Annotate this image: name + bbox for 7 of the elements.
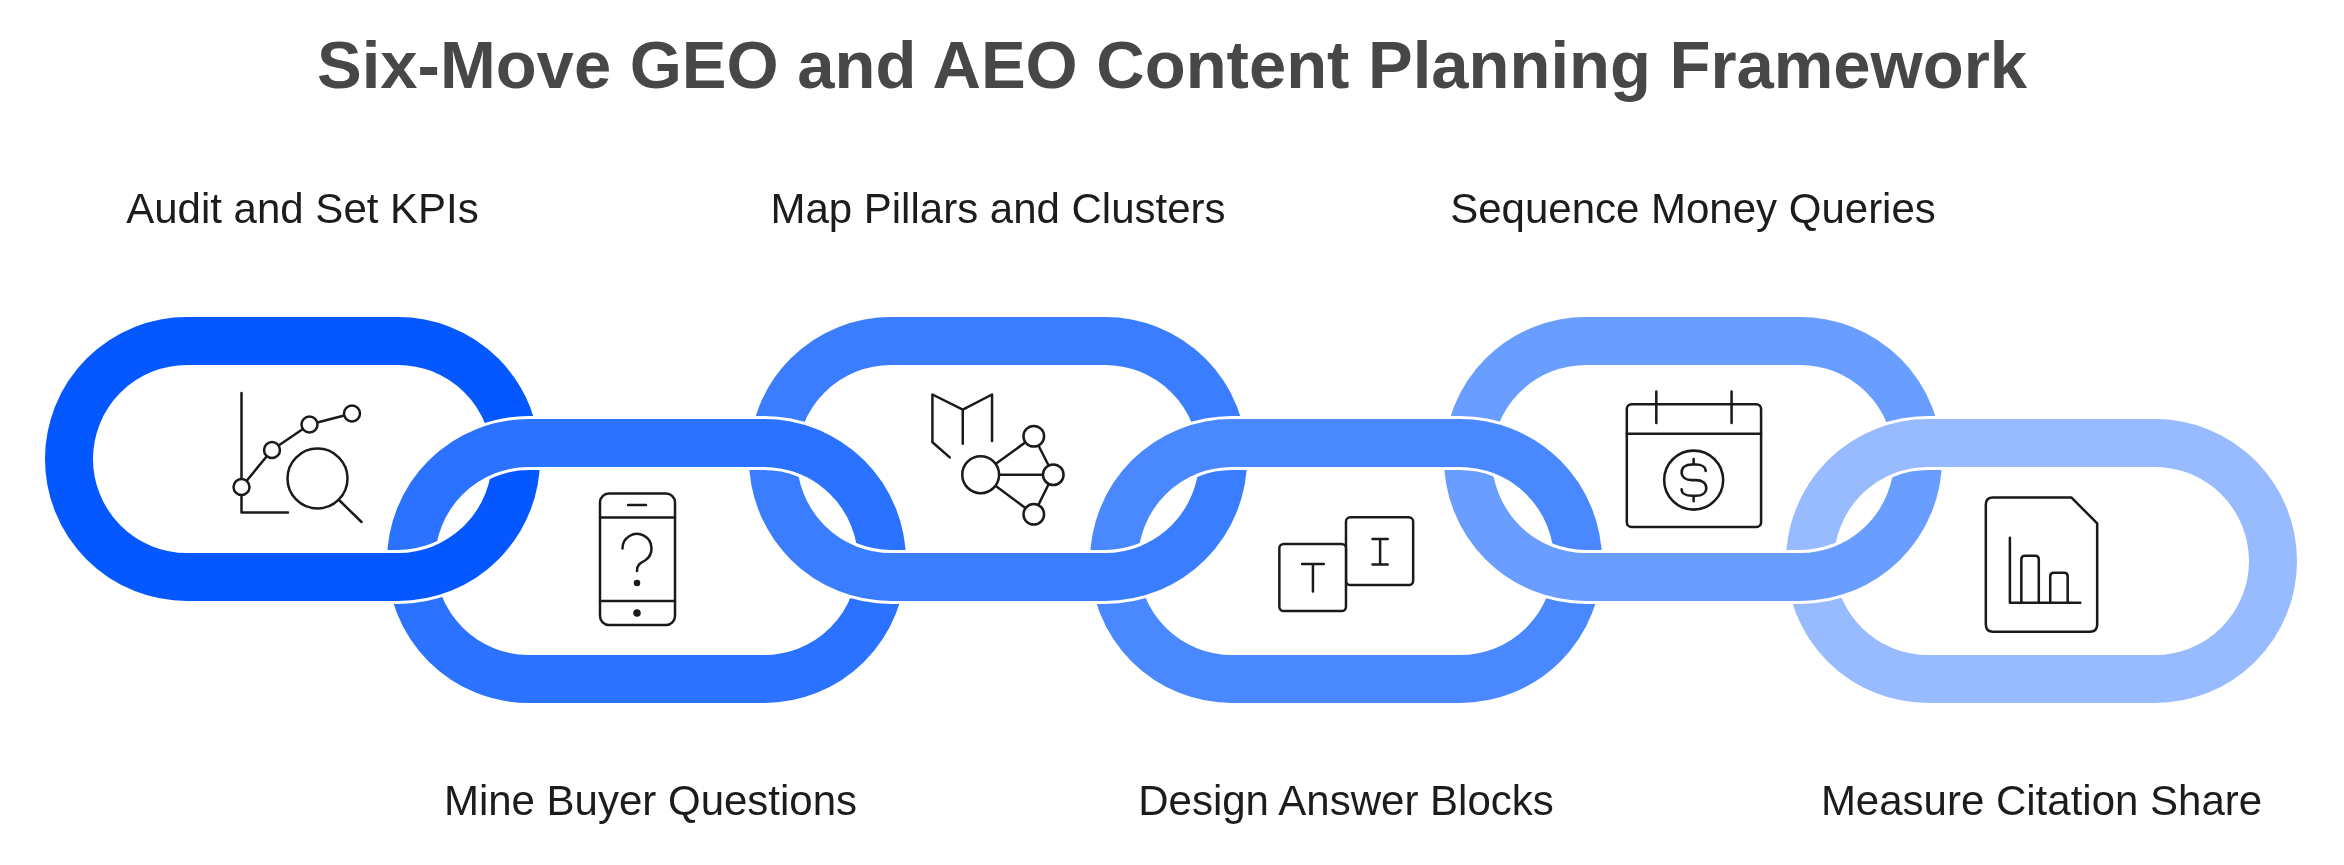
step-title: Measure Citation Share: [1820, 776, 2263, 826]
step-title: Audit and Set KPIs: [126, 184, 479, 234]
step-title: Map Pillars and Clusters: [770, 184, 1226, 234]
step-title: Mine Buyer Questions: [443, 776, 858, 826]
step-title: Design Answer Blocks: [1138, 776, 1554, 826]
diagram-title: Six-Move GEO and AEO Content Planning Framework: [317, 26, 2027, 104]
step-title: Sequence Money Queries: [1450, 184, 1936, 234]
